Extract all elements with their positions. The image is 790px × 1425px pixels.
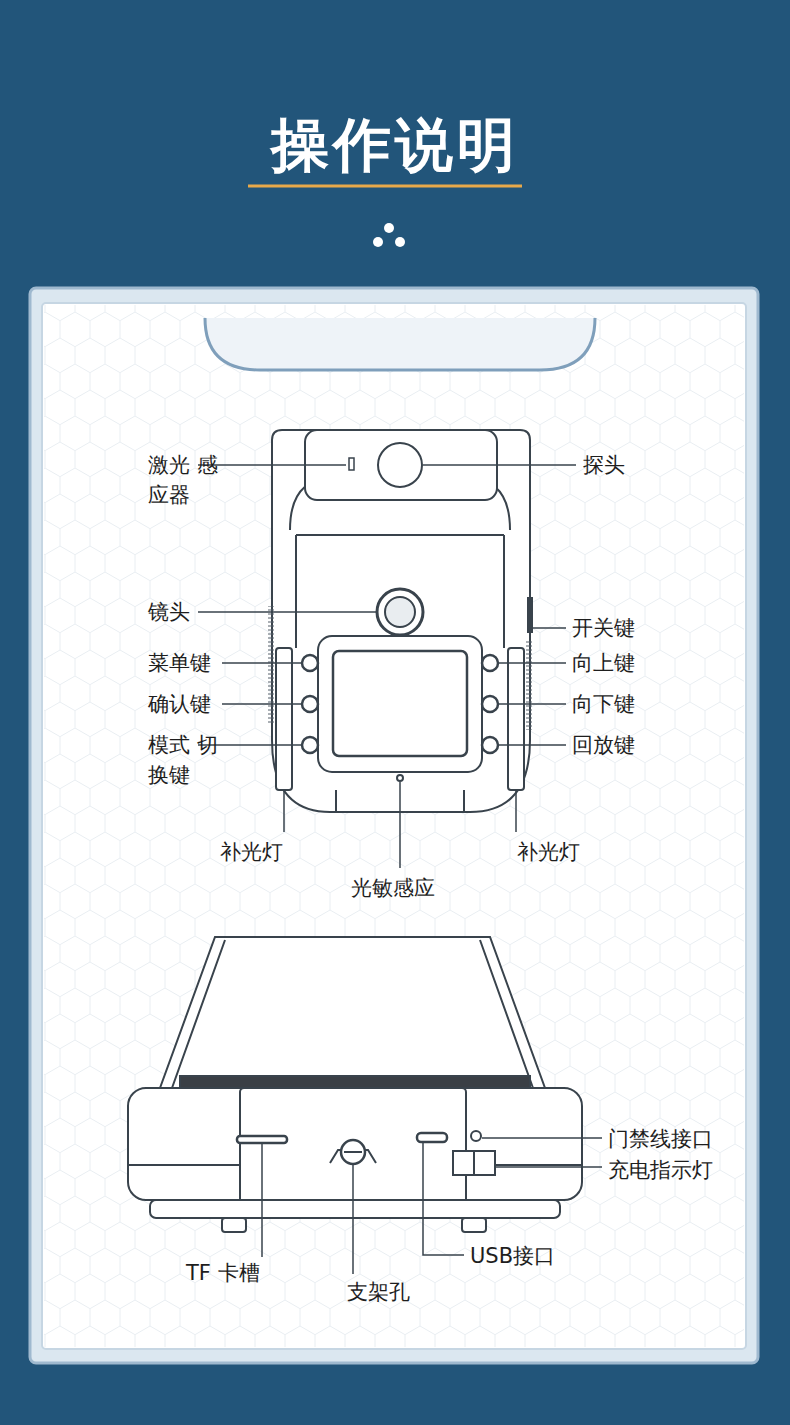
part-label: 充电指示灯 bbox=[608, 1155, 713, 1185]
part-label: 确认键 bbox=[148, 689, 211, 719]
leader-lines bbox=[198, 465, 602, 1274]
decor-dots bbox=[373, 223, 405, 247]
part-label: 探头 bbox=[583, 450, 625, 480]
part-label: 回放键 bbox=[572, 730, 635, 760]
part-label: TF 卡槽 bbox=[186, 1258, 260, 1288]
part-label: USB接口 bbox=[470, 1241, 555, 1271]
part-label: 门禁线接口 bbox=[608, 1124, 713, 1154]
device-bottom bbox=[128, 937, 582, 1232]
panel-frame bbox=[30, 288, 758, 1363]
grip-texture bbox=[268, 606, 274, 724]
part-label: 向下键 bbox=[572, 689, 635, 719]
part-label: 开关键 bbox=[572, 613, 635, 643]
part-label: 补光灯 bbox=[517, 837, 580, 867]
part-label: 光敏感应 bbox=[351, 873, 435, 903]
part-label: 补光灯 bbox=[220, 837, 283, 867]
title-underline bbox=[248, 185, 522, 188]
grip-texture bbox=[526, 640, 532, 730]
device-front bbox=[272, 430, 532, 812]
honeycomb bbox=[44, 305, 744, 1347]
panel bbox=[42, 303, 746, 1349]
page-title: 操作说明 bbox=[0, 110, 790, 180]
part-label: 向上键 bbox=[572, 648, 635, 678]
part-label: 镜头 bbox=[148, 597, 190, 627]
part-label: 支架孔 bbox=[347, 1277, 410, 1307]
part-label: 菜单键 bbox=[148, 648, 211, 678]
part-label: 模式 切换键 bbox=[148, 730, 218, 790]
panel-notch bbox=[205, 318, 595, 370]
part-label: 激光 感应器 bbox=[148, 450, 218, 510]
